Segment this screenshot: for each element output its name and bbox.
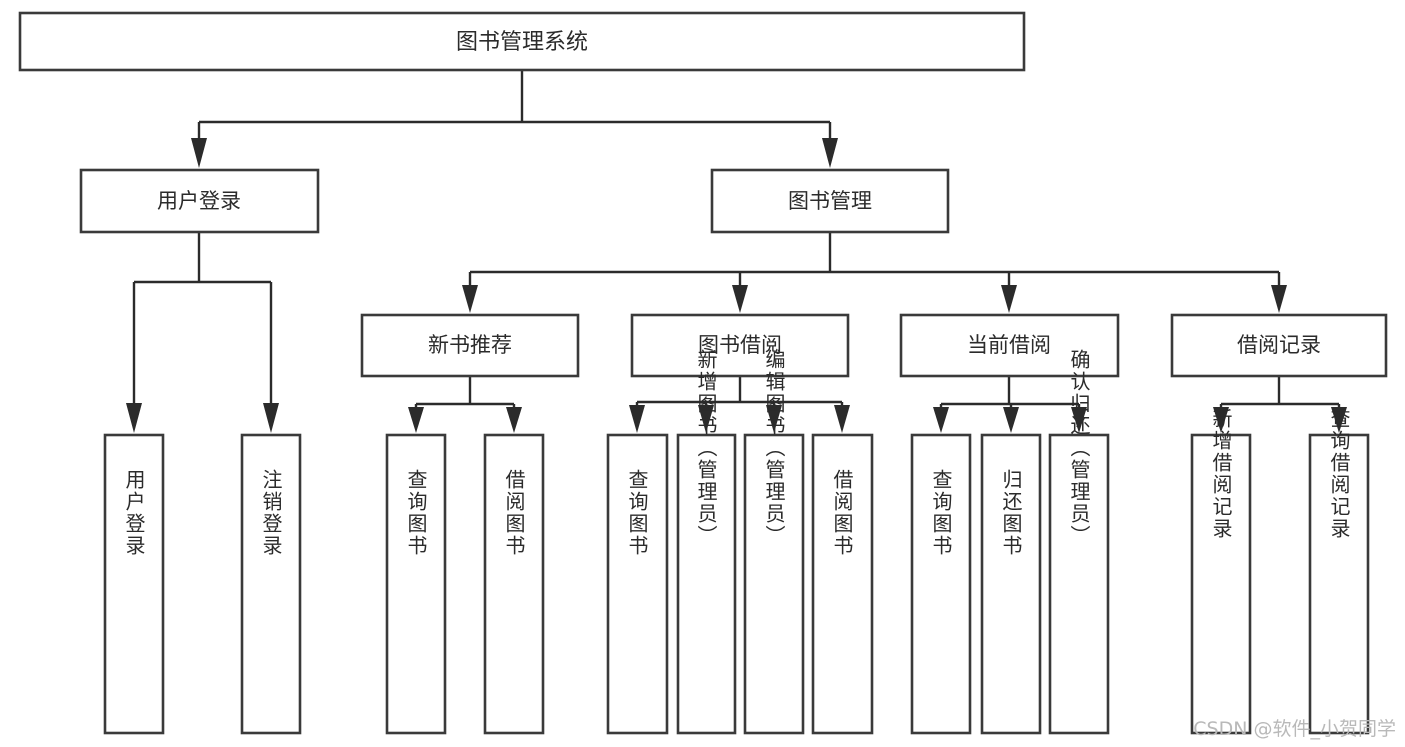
node-leaf-query-book-1-label: 查询图书 bbox=[404, 469, 428, 557]
node-book-manage-label: 图书管理 bbox=[788, 189, 872, 213]
node-leaf-edit-book-label: 编辑图书（管理员） bbox=[762, 349, 786, 547]
arrow-head-leaf-confirm-return bbox=[1071, 407, 1087, 433]
node-leaf-add-book-label: 新增图书（管理员） bbox=[694, 349, 718, 547]
node-leaf-add-record-label: 新增借阅记录 bbox=[1209, 408, 1233, 540]
node-leaf-logout-label: 注销登录 bbox=[259, 469, 283, 557]
node-book-borrow-box[interactable] bbox=[630, 313, 850, 378]
node-book-borrow[interactable]: 图书借阅 bbox=[630, 313, 850, 378]
arrow-head-book-borrow bbox=[732, 285, 748, 313]
node-user-login-box[interactable] bbox=[79, 168, 320, 234]
node-borrow-record-label: 借阅记录 bbox=[1237, 333, 1321, 357]
node-leaf-query-record[interactable]: 查询借阅记录 bbox=[1308, 408, 1370, 735]
node-leaf-query-record-label: 查询借阅记录 bbox=[1327, 408, 1351, 540]
node-leaf-borrow-book-1-label: 借阅图书 bbox=[502, 469, 526, 557]
arrow-head-leaf-query-book-3 bbox=[933, 407, 949, 433]
node-new-book-rec-box[interactable] bbox=[360, 313, 580, 378]
arrow-head-leaf-logout bbox=[263, 403, 279, 433]
arrow-head-book-manage bbox=[822, 138, 838, 168]
node-borrow-record[interactable]: 借阅记录 bbox=[1170, 313, 1388, 378]
node-borrow-record-box[interactable] bbox=[1170, 313, 1388, 378]
arrow-head-leaf-borrow-book-1 bbox=[506, 407, 522, 433]
node-leaf-add-record[interactable]: 新增借阅记录 bbox=[1190, 408, 1252, 735]
node-leaf-query-book-2[interactable]: 查询图书 bbox=[606, 433, 669, 735]
node-leaf-return-book-box[interactable] bbox=[980, 433, 1042, 735]
node-leaf-logout-box[interactable] bbox=[240, 433, 302, 735]
node-user-login[interactable]: 用户登录 bbox=[79, 168, 320, 234]
connectors-layer bbox=[126, 70, 1347, 433]
arrow-head-leaf-borrow-book-2 bbox=[834, 405, 850, 433]
arrow-head-current-borrow bbox=[1001, 285, 1017, 313]
node-root-box[interactable] bbox=[18, 11, 1026, 72]
node-leaf-user-login[interactable]: 用户登录 bbox=[103, 433, 165, 735]
node-leaf-add-record-box[interactable] bbox=[1190, 433, 1252, 735]
node-leaf-confirm-return-label: 确认归还（管理员） bbox=[1067, 349, 1091, 547]
node-user-login-label: 用户登录 bbox=[157, 189, 241, 213]
arrow-head-leaf-add-record bbox=[1213, 407, 1229, 433]
node-leaf-borrow-book-1[interactable]: 借阅图书 bbox=[483, 433, 545, 735]
node-leaf-query-book-2-box[interactable] bbox=[606, 433, 669, 735]
node-leaf-user-login-box[interactable] bbox=[103, 433, 165, 735]
arrow-head-user-login bbox=[191, 138, 207, 168]
node-leaf-confirm-return-box[interactable] bbox=[1048, 433, 1110, 735]
arrow-head-leaf-add-book bbox=[698, 405, 714, 433]
arrow-head-leaf-query-book-1 bbox=[408, 407, 424, 433]
node-leaf-user-login-label: 用户登录 bbox=[122, 469, 146, 557]
node-leaf-confirm-return[interactable]: 确认归还（管理员） bbox=[1048, 349, 1110, 735]
node-leaf-edit-book[interactable]: 编辑图书（管理员） bbox=[743, 349, 805, 735]
node-new-book-rec[interactable]: 新书推荐 bbox=[360, 313, 580, 378]
node-leaf-add-book-box[interactable] bbox=[676, 433, 737, 735]
arrow-head-leaf-user-login bbox=[126, 403, 142, 433]
node-book-manage-box[interactable] bbox=[710, 168, 950, 234]
node-leaf-logout[interactable]: 注销登录 bbox=[240, 433, 302, 735]
node-book-manage[interactable]: 图书管理 bbox=[710, 168, 950, 234]
node-new-book-rec-label: 新书推荐 bbox=[428, 333, 512, 357]
node-current-borrow[interactable]: 当前借阅 bbox=[899, 313, 1120, 378]
node-leaf-query-book-3[interactable]: 查询图书 bbox=[910, 433, 972, 735]
node-leaf-return-book-label: 归还图书 bbox=[999, 469, 1023, 557]
arrow-head-borrow-record bbox=[1271, 285, 1287, 313]
node-current-borrow-box[interactable] bbox=[899, 313, 1120, 378]
node-current-borrow-label: 当前借阅 bbox=[967, 333, 1051, 357]
arrow-head-leaf-query-book-2 bbox=[629, 405, 645, 433]
arrow-head-leaf-edit-book bbox=[766, 405, 782, 433]
node-leaf-query-book-1-box[interactable] bbox=[385, 433, 447, 735]
arrow-head-leaf-query-record bbox=[1331, 407, 1347, 433]
node-leaf-add-book[interactable]: 新增图书（管理员） bbox=[676, 349, 737, 735]
node-leaf-borrow-book-2-box[interactable] bbox=[811, 433, 874, 735]
node-leaf-borrow-book-2[interactable]: 借阅图书 bbox=[811, 433, 874, 735]
node-leaf-edit-book-box[interactable] bbox=[743, 433, 805, 735]
arrow-head-new-book-rec bbox=[462, 285, 478, 313]
node-leaf-borrow-book-2-label: 借阅图书 bbox=[830, 469, 854, 557]
node-leaf-query-book-3-label: 查询图书 bbox=[929, 469, 953, 557]
node-root-label: 图书管理系统 bbox=[456, 30, 588, 55]
arrow-head-leaf-return-book bbox=[1003, 407, 1019, 433]
node-leaf-query-book-1[interactable]: 查询图书 bbox=[385, 433, 447, 735]
node-book-borrow-label: 图书借阅 bbox=[698, 333, 782, 357]
node-leaf-return-book[interactable]: 归还图书 bbox=[980, 433, 1042, 735]
node-leaf-query-record-box[interactable] bbox=[1308, 433, 1370, 735]
node-root[interactable]: 图书管理系统 bbox=[18, 11, 1026, 72]
node-leaf-query-book-2-label: 查询图书 bbox=[625, 469, 649, 557]
node-leaf-borrow-book-1-box[interactable] bbox=[483, 433, 545, 735]
node-leaf-query-book-3-box[interactable] bbox=[910, 433, 972, 735]
csdn-watermark: CSDN @软件_小贺同学 bbox=[1193, 718, 1396, 740]
